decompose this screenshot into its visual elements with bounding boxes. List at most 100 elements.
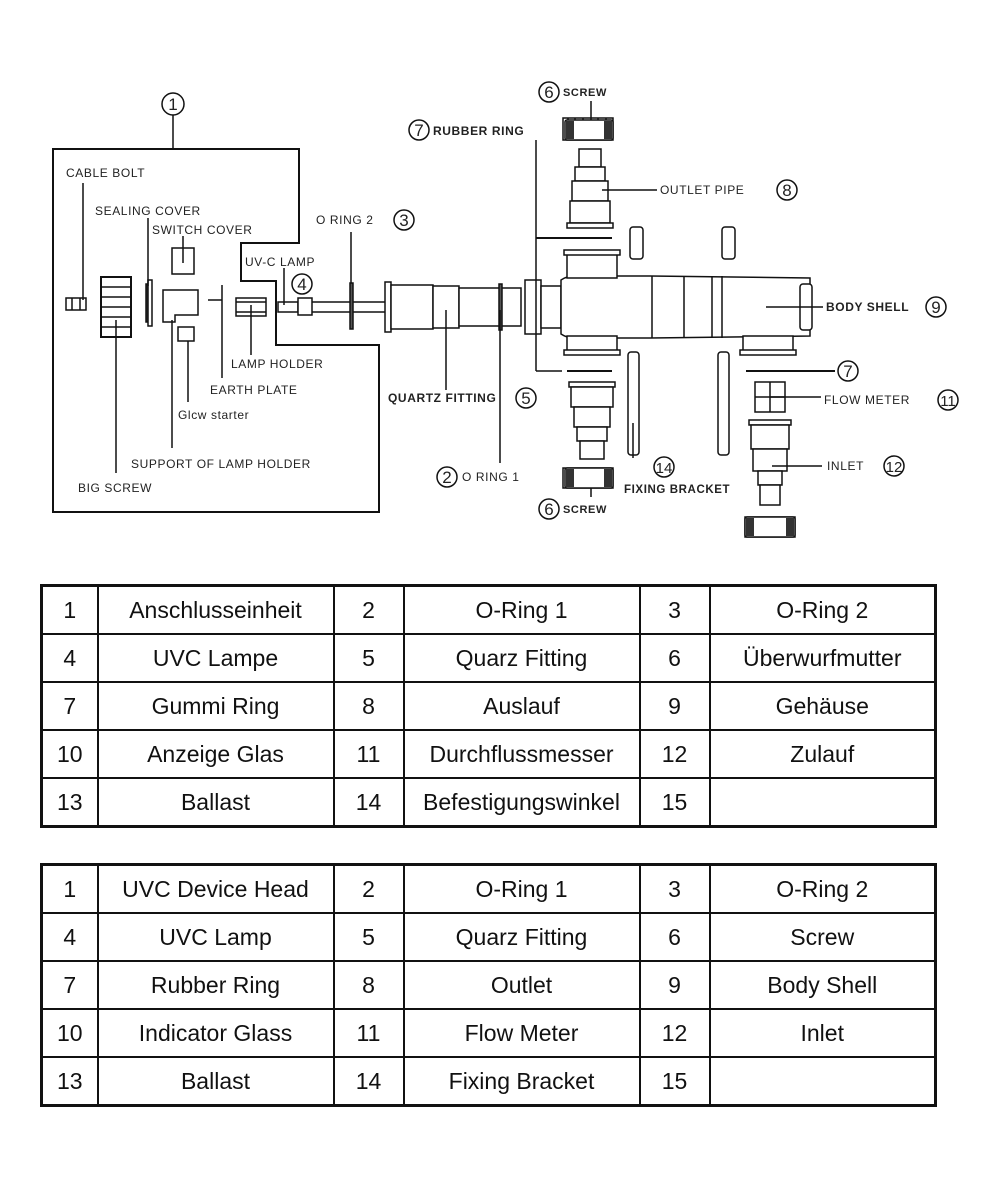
part-name-cell: Quarz Fitting [402,912,641,962]
label-screw-top: SCREW [563,87,607,99]
part-name-cell: Flow Meter [402,1008,641,1058]
label-earth-plate: EARTH PLATE [210,383,298,397]
label-body-shell: BODY SHELL [826,300,909,314]
part-number-cell: 12 [638,1008,711,1058]
part-number-cell: 11 [332,1008,405,1058]
callout-number: 5 [521,389,530,408]
callout-number: 7 [843,362,852,381]
part-number-cell: 1 [40,863,99,914]
callout-number: 7 [414,121,423,140]
callout-number: 12 [886,459,903,476]
part-name-cell: O-Ring 1 [402,863,641,914]
indicator-glass [629,226,644,260]
part-name-cell: Überwurfmutter [708,633,937,683]
label-uv-c-lamp: UV-C LAMP [245,255,315,269]
part-name-cell: Ballast [96,1056,335,1107]
callout-number: 3 [399,211,408,230]
callout-number: 14 [656,460,673,477]
part-number-cell: 10 [40,1008,99,1058]
screw-bottom [564,467,614,489]
part-name-cell: O-Ring 2 [708,584,937,635]
o-ring-1 [498,283,503,463]
part-number-cell: 5 [332,633,405,683]
callout-circle-7-top [408,119,430,141]
callout-circle-4 [291,273,313,295]
part-name-cell: Inlet [708,1008,937,1058]
body-shell [524,249,823,356]
part-name-cell: UVC Lampe [96,633,335,683]
part-name-cell: Body Shell [708,960,937,1010]
callout-circle-12 [883,455,905,477]
lamp-holder [235,297,267,355]
label-support-of-lamp-holder: SUPPORT OF LAMP HOLDER [131,457,311,471]
part-name-cell: UVC Device Head [96,863,335,914]
label-flow-meter: FLOW METER [824,393,910,407]
o-ring-2 [349,232,354,330]
part-number-cell: 14 [332,777,405,828]
part-name-cell: O-Ring 2 [708,863,937,914]
part-number-cell: 2 [332,863,405,914]
part-number-cell: 4 [40,912,99,962]
label-rubber-ring: RUBBER RING [433,124,524,138]
callout-circle-6-bottom [538,498,560,520]
callout-number: 1 [168,95,177,114]
part-name-cell [708,777,937,828]
part-number-cell: 9 [638,960,711,1010]
part-name-cell: Gehäuse [708,681,937,731]
part-number-cell: 3 [638,863,711,914]
rubber-ring-top [535,140,612,372]
part-number-cell: 9 [638,681,711,731]
part-name-cell: Anschlusseinheit [96,584,335,635]
callout-number: 6 [544,500,553,519]
label-cable-bolt: CABLE BOLT [66,166,145,180]
glow-starter [177,326,195,402]
callout-circle-9 [925,296,947,318]
part-name-cell: Screw [708,912,937,962]
callout-circle-11 [937,389,959,411]
quartz-fitting [384,281,522,390]
callout-number: 4 [297,275,306,294]
callout-circle-14 [653,456,675,478]
part-number-cell: 4 [40,633,99,683]
fixing-bracket [627,351,640,458]
indicator-glass [721,226,736,260]
label-o-ring-1: O RING 1 [462,470,519,484]
screw-top [564,119,614,141]
part-name-cell: Befestigungswinkel [402,777,641,828]
callout-circle-3 [393,209,415,231]
part-number-cell: 8 [332,681,405,731]
fixing-bracket [717,351,730,456]
part-number-cell: 15 [638,777,711,828]
part-number-cell: 12 [638,729,711,779]
exploded-parts-diagram: 1 2 3 4 5 6 6 7 7 8 9 11 12 14 O RING 1 … [52,81,959,538]
part-number-cell: 8 [332,960,405,1010]
part-name-cell: Zulauf [708,729,937,779]
part-name-cell: O-Ring 1 [402,584,641,635]
callout-number: 8 [782,181,791,200]
label-big-screw: BIG SCREW [78,481,152,495]
callout-number: 11 [940,393,956,410]
label-glow-starter: Glcw starter [178,408,249,422]
big-screw [100,276,132,473]
part-number-cell: 6 [638,633,711,683]
part-name-cell: Gummi Ring [96,681,335,731]
part-number-cell: 14 [332,1056,405,1107]
part-number-cell: 3 [638,584,711,635]
label-outlet-pipe: OUTLET PIPE [660,183,744,197]
part-number-cell: 15 [638,1056,711,1107]
part-number-cell: 13 [40,1056,99,1107]
label-quartz-fitting: QUARTZ FITTING [388,391,496,405]
sealing-cover [145,218,153,327]
part-number-cell: 10 [40,729,99,779]
